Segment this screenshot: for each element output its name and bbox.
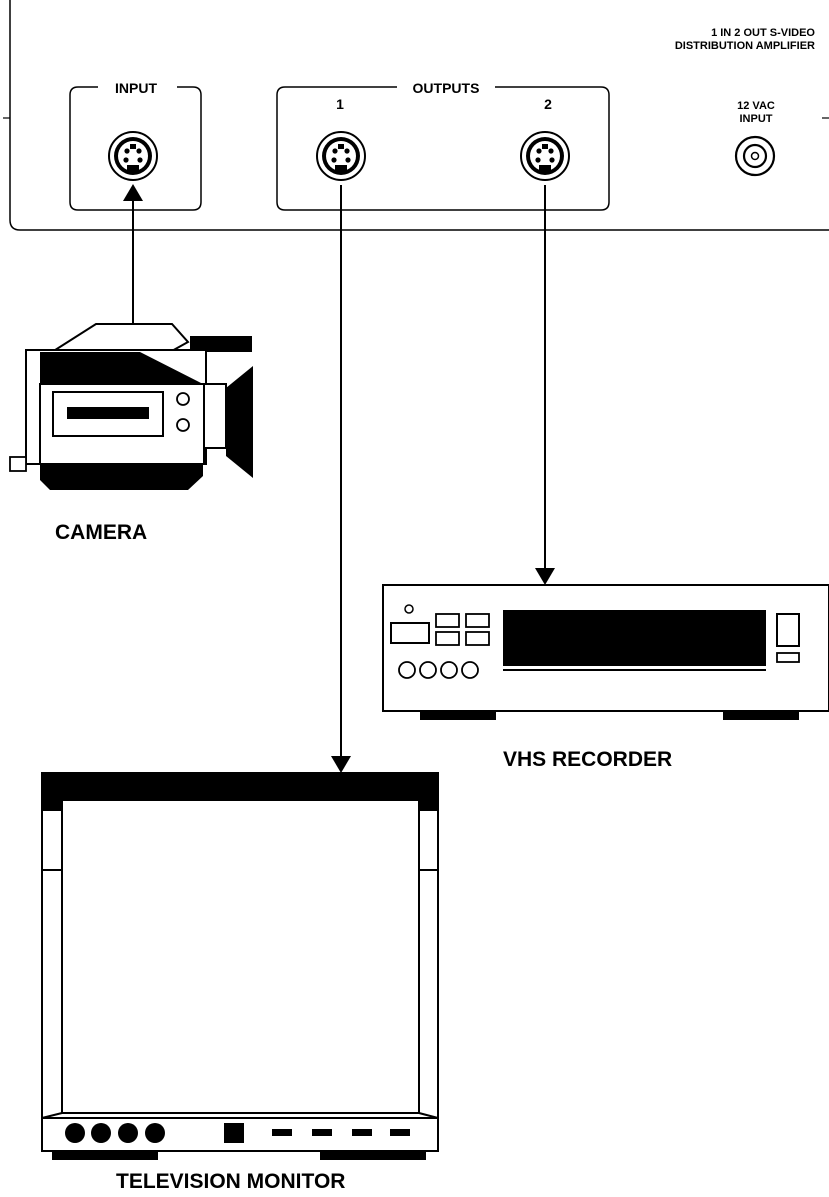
- vhs-recorder-icon: [382, 584, 829, 720]
- cable-camera-to-input: [123, 184, 143, 324]
- input-jack-icon: [108, 131, 158, 181]
- input-label: INPUT: [115, 80, 157, 96]
- outputs-label: OUTPUTS: [413, 80, 480, 96]
- output1-jack-icon: [316, 131, 366, 181]
- amplifier-panel: 1 IN 2 OUT S-VIDEO DISTRIBUTION AMPLIFIE…: [3, 0, 829, 231]
- outputs-group-box: [276, 86, 610, 211]
- input-group-box: [69, 86, 202, 211]
- model-line2: DISTRIBUTION AMPLIFIER: [675, 40, 815, 52]
- cable-output1-to-tv: [331, 185, 351, 773]
- power-jack-icon: [734, 135, 776, 177]
- television-monitor-icon: [41, 772, 439, 1160]
- vhs-label: VHS RECORDER: [503, 748, 672, 771]
- output2-jack-icon: [520, 131, 570, 181]
- camera-label: CAMERA: [55, 521, 147, 544]
- panel-outline: [9, 0, 829, 231]
- power-label-line2: INPUT: [740, 113, 773, 125]
- tv-label: TELEVISION MONITOR: [116, 1170, 345, 1192]
- output1-label: 1: [336, 96, 344, 112]
- model-line1: 1 IN 2 OUT S-VIDEO: [711, 27, 815, 39]
- output2-label: 2: [544, 96, 552, 112]
- camera-icon: [9, 323, 253, 490]
- cable-output2-to-vhs: [535, 185, 555, 585]
- power-label-line1: 12 VAC: [737, 100, 775, 112]
